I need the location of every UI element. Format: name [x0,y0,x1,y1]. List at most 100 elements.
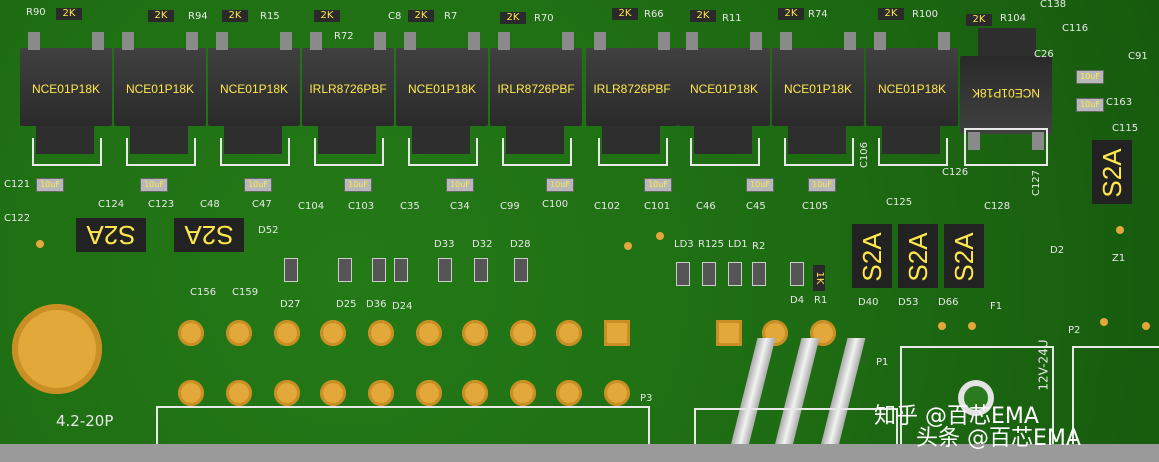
mosfet-label: NCE01P18K [31,82,101,96]
footprint-outline [878,138,948,166]
cap-value: 10uF [348,180,368,189]
diode-label: S2A [86,220,136,250]
ref-label: D24 [392,301,413,312]
ref-label: C105 [802,201,829,212]
ref-label: C48 [200,199,220,210]
footprint-outline [690,138,760,166]
ref-label: C46 [696,201,716,212]
ref-label: C116 [1062,23,1089,34]
ref-label: D52 [258,225,279,236]
small-diode [474,258,488,282]
mosfet-10: NCE01P18K [866,32,958,154]
resistor-small [702,262,716,286]
small-diode [514,258,528,282]
resistor-value: 2K [972,14,986,25]
ref-label: R74 [808,9,828,20]
ref-label: C122 [4,213,31,224]
ref-label: D53 [898,297,919,308]
ref-label: D28 [510,239,531,250]
via [968,322,976,330]
ref-label: C138 [1040,0,1067,10]
ref-label: R1 [814,295,828,306]
cap-value: 10uF [812,180,832,189]
mosfet-label: NCE01P18K [125,82,195,96]
capacitor: 10uF [644,178,672,192]
mosfet-4: IRLR8726PBF [302,32,394,154]
pad-square [604,320,630,346]
footprint-outline [126,138,196,166]
small-diode [394,258,408,282]
mosfet-label: IRLR8726PBF [497,82,575,96]
capacitor: 10uF [746,178,774,192]
board-edge [0,444,1159,462]
ref-label: R125 [698,239,725,250]
cap-value: 10uF [450,180,470,189]
connector-outline [694,408,898,462]
diode-label: S2A [1097,148,1127,198]
mosfet-label: NCE01P18K [877,82,947,96]
ref-label: D40 [858,297,879,308]
capacitor: 10uF [1076,70,1104,84]
ref-label: C126 [942,167,969,178]
small-diode [438,258,452,282]
pad [320,380,346,406]
diode-label: S2A [184,220,234,250]
ref-label: D36 [366,299,387,310]
resistor: 2K [148,10,174,22]
small-diode [284,258,298,282]
mounting-hole [12,304,102,394]
ref-label: D32 [472,239,493,250]
ref-label: R11 [722,13,742,24]
mosfet-label: NCE01P18K [783,82,853,96]
ref-label: C45 [746,201,766,212]
resistor-value: 2K [228,10,242,21]
mosfet-3: NCE01P18K [208,32,300,154]
ref-label: C34 [450,201,470,212]
s2a-diode: S2A [1092,140,1132,204]
s2a-diode: S2A [76,218,146,252]
footprint-outline [502,138,572,166]
ref-label: C8 [388,11,402,22]
ref-label: C124 [98,199,125,210]
ref-label: R15 [260,11,280,22]
pad [274,320,300,346]
via [1142,322,1150,330]
s2a-diode: S2A [174,218,244,252]
mosfet-label: NCE01P18K [689,82,759,96]
cap-value: 10uF [1080,72,1100,81]
resistor: 2K [222,10,248,22]
resistor-value: 2K [696,10,710,21]
resistor-1k: 1K [813,265,825,291]
ref-label: R70 [534,13,554,24]
cap-value: 10uF [40,180,60,189]
capacitor: 10uF [140,178,168,192]
pad [416,320,442,346]
ref-label: C115 [1112,123,1139,134]
pad [368,380,394,406]
ref-label: R104 [1000,13,1027,24]
ref-label: Z1 [1112,253,1126,264]
mosfet-label: NCE01P18K [219,82,289,96]
pad [604,380,630,406]
mosfet-8: NCE01P18K [678,32,770,154]
via [624,242,632,250]
capacitor: 10uF [446,178,474,192]
ref-label: C125 [886,197,913,208]
capacitor: 10uF [344,178,372,192]
cap-value: 10uF [648,180,668,189]
resistor-value: 2K [618,8,632,19]
ref-label: C102 [594,201,621,212]
ref-label: C163 [1106,97,1133,108]
resistor: 2K [778,8,804,20]
cap-value: 10uF [1080,100,1100,109]
capacitor: 10uF [1076,98,1104,112]
pad [320,320,346,346]
s2a-diode: S2A [898,224,938,288]
pad [226,380,252,406]
ref-label: C121 [4,179,31,190]
mosfet-1: NCE01P18K [20,32,112,154]
via [1116,226,1124,234]
footprint-outline [32,138,102,166]
resistor: 2K [500,12,526,24]
ref-label: C101 [644,201,671,212]
